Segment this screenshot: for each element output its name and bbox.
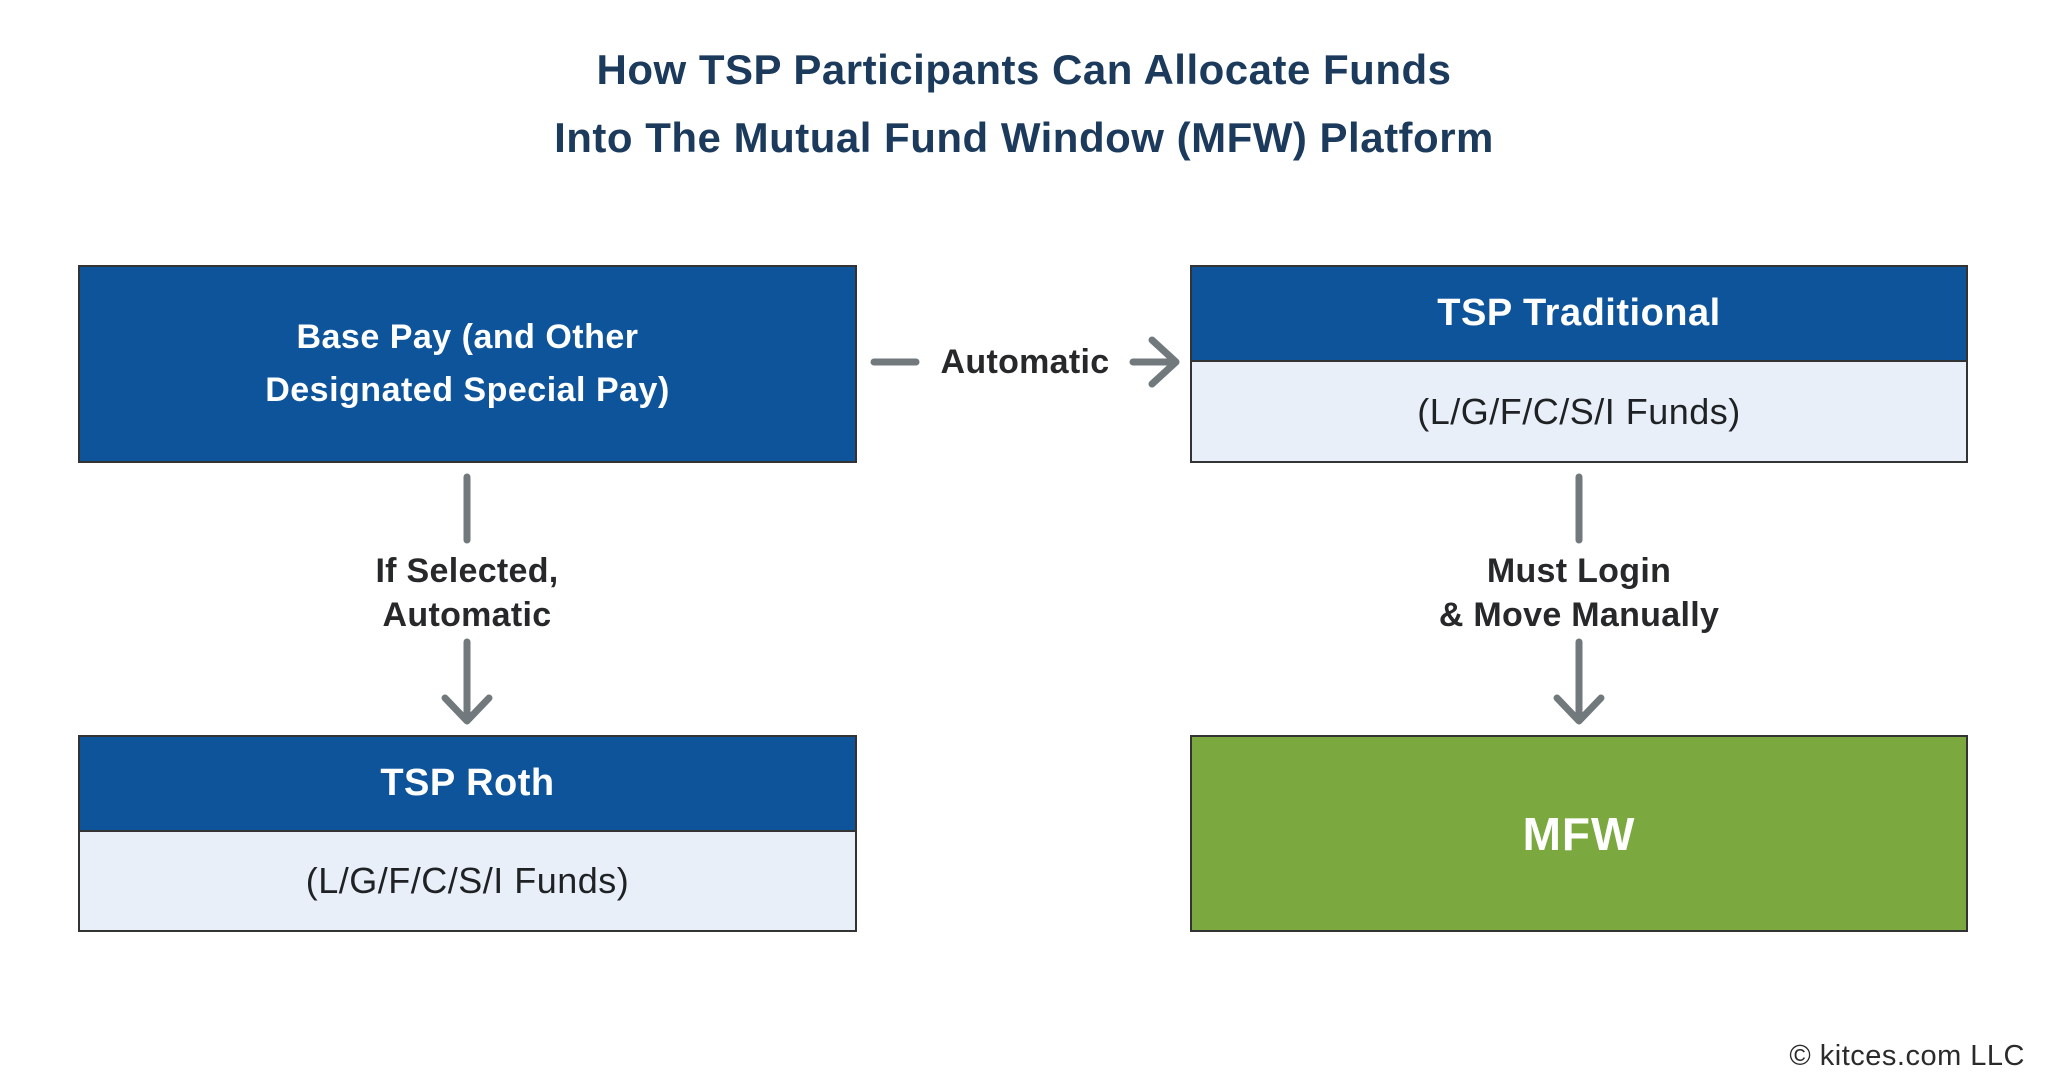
tsp-traditional-funds-label: (L/G/F/C/S/I Funds) [1417,390,1741,432]
must-login-label-line-2: & Move Manually [1438,596,1720,634]
tsp-roth-body: (L/G/F/C/S/I Funds) [80,832,855,930]
tsp-roth-box: TSP Roth (L/G/F/C/S/I Funds) [78,735,857,932]
tsp-traditional-box: TSP Traditional (L/G/F/C/S/I Funds) [1190,265,1968,463]
mfw-box: MFW [1190,735,1968,932]
base-pay-label-line-1: Base Pay (and Other [296,318,639,356]
must-login-arrow-label: Must Login & Move Manually [1404,549,1754,637]
page-title-line-1: How TSP Participants Can Allocate Funds [596,46,1452,93]
if-selected-label-line-2: Automatic [382,596,552,634]
base-pay-label-line-2: Designated Special Pay) [265,371,670,409]
tsp-roth-header: TSP Roth [80,737,855,832]
copyright-notice: © kitces.com LLC [1789,1040,2025,1072]
tsp-traditional-header: TSP Traditional [1192,267,1966,362]
base-pay-box: Base Pay (and Other Designated Special P… [78,265,857,463]
tsp-traditional-body: (L/G/F/C/S/I Funds) [1192,362,1966,461]
tsp-roth-title: TSP Roth [380,762,555,804]
if-selected-label-line-1: If Selected, [375,552,559,590]
page-title-line-2: Into The Mutual Fund Window (MFW) Platfo… [554,114,1494,161]
if-selected-arrow-label: If Selected, Automatic [317,549,617,637]
mfw-label: MFW [1522,807,1636,860]
must-login-label-line-1: Must Login [1486,552,1672,590]
page-title: How TSP Participants Can Allocate Funds … [0,36,2048,172]
automatic-arrow-label: Automatic [940,343,1110,381]
tsp-roth-funds-label: (L/G/F/C/S/I Funds) [305,860,630,901]
tsp-traditional-title: TSP Traditional [1437,292,1721,334]
